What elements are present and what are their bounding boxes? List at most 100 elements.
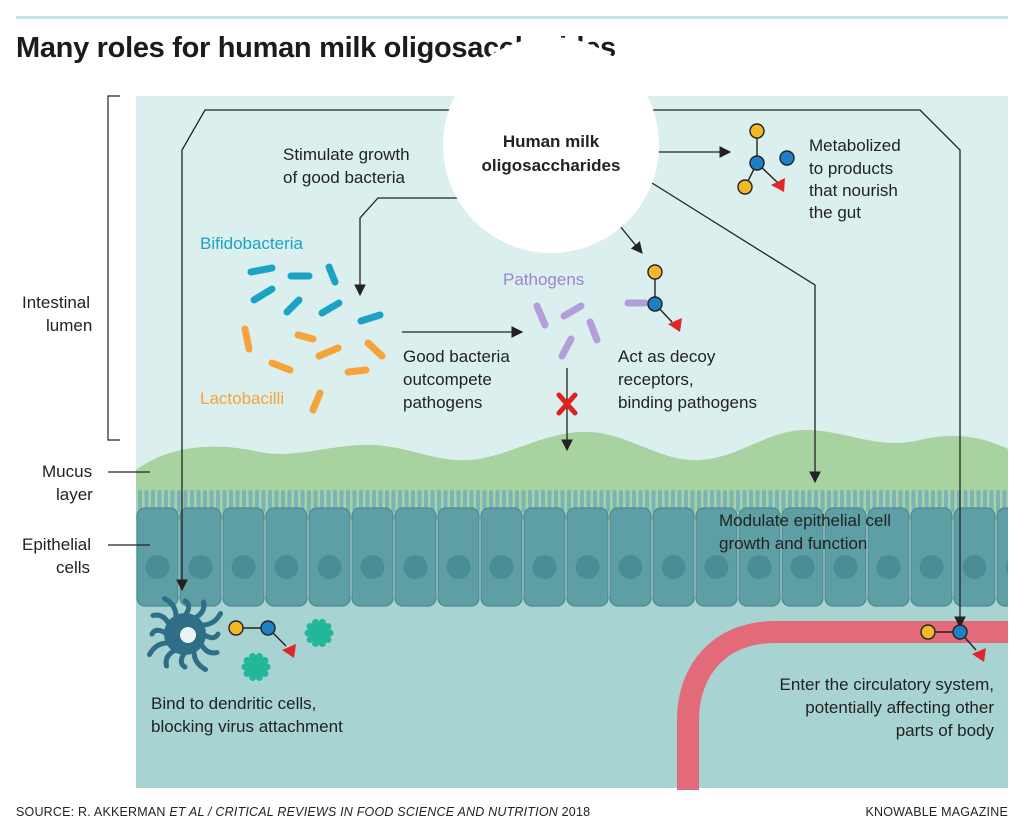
dendritic-cell-nucleus [180, 627, 196, 643]
lactobacillus [241, 325, 253, 353]
microvillus [911, 490, 916, 512]
microvillus [801, 490, 805, 512]
pathogens-group [533, 299, 649, 360]
microvillus [502, 490, 506, 512]
bifidobacterium [357, 311, 384, 325]
hmo-circle [443, 37, 659, 253]
bifidobacterium [283, 296, 303, 316]
lactobacillus [309, 389, 324, 414]
glycan-icon [647, 264, 682, 332]
microvillus [775, 490, 779, 512]
microvillus [892, 490, 896, 512]
dendritic-label-1: Bind to dendritic cells, [151, 694, 316, 713]
microvillus [658, 490, 662, 512]
microvillus [482, 490, 487, 512]
microvillus [638, 490, 643, 512]
microvillus [541, 490, 545, 512]
microvillus [177, 490, 181, 512]
metabolized-label-1: Metabolized [809, 136, 901, 155]
microvillus [580, 490, 584, 512]
lactobacillus [268, 359, 294, 374]
microvillus [846, 490, 851, 512]
microvillus [411, 490, 415, 512]
microvillus [443, 490, 448, 512]
microvillus [528, 490, 532, 512]
microvillus [937, 490, 942, 512]
microvillus [339, 490, 344, 512]
microvillus [385, 490, 389, 512]
cell-nucleus [790, 555, 815, 579]
microvillus [931, 490, 935, 512]
microvillus [450, 490, 454, 512]
microvillus [151, 490, 155, 512]
pathogens-label: Pathogens [503, 270, 584, 289]
microvillus [710, 490, 714, 512]
cell-nucleus [661, 555, 686, 579]
pathogen [533, 302, 549, 329]
microvillus [424, 490, 428, 512]
microvillus [521, 490, 526, 512]
bifidobacterium [325, 263, 339, 286]
microvillus [807, 490, 812, 512]
microvillus [157, 490, 162, 512]
microvillus [554, 490, 558, 512]
microvillus [255, 490, 259, 512]
virus-body [246, 657, 266, 677]
outcompete-label-2: outcompete [403, 370, 492, 389]
cell-nucleus [188, 555, 213, 579]
cell-nucleus [1005, 559, 1008, 575]
microvillus [716, 490, 721, 512]
mucus-label-1: Mucus [42, 462, 92, 481]
epithelial-label-1: Epithelial [22, 535, 91, 554]
microvillus [183, 490, 188, 512]
glycan-icon [920, 624, 986, 662]
microvillus [287, 490, 292, 512]
microvillus [489, 490, 493, 512]
hmo-label-2: oligosaccharides [482, 156, 621, 175]
lumen-bracket [107, 95, 120, 441]
lactobacillus [364, 339, 386, 360]
arrow-to-epithelium [651, 182, 821, 484]
microvillus [274, 490, 279, 512]
cell-nucleus [446, 555, 471, 579]
microvillus [664, 490, 669, 512]
microvillus [781, 490, 786, 512]
microvillus [346, 490, 350, 512]
epithelial-label-2: cells [56, 558, 90, 577]
microvillus [352, 490, 357, 512]
microvillus [918, 490, 922, 512]
cell-nucleus [962, 555, 987, 579]
microvillus [313, 490, 318, 512]
microvillus [261, 490, 266, 512]
decoy-label-1: Act as decoy [618, 347, 716, 366]
microvillus [567, 490, 571, 512]
glycan-icon [737, 123, 795, 195]
microvillus [333, 490, 337, 512]
epithelial-cell [996, 507, 1008, 607]
cell-nucleus [403, 555, 428, 579]
microvillus [612, 490, 617, 512]
lactobacilli-label: Lactobacilli [200, 389, 284, 408]
cell-nucleus [747, 555, 772, 579]
microvillus [599, 490, 604, 512]
microvillus [677, 490, 682, 512]
arrow-to-bacteria [354, 197, 472, 297]
metabolized-label-2: to products [809, 159, 893, 178]
arrow-to-circulatory [650, 109, 966, 629]
cell-nucleus [618, 555, 643, 579]
microvillus [788, 490, 792, 512]
microvillus [365, 490, 370, 512]
bifidobacterium [250, 285, 276, 304]
block-x-icon [556, 392, 578, 416]
virus-body [309, 623, 329, 643]
arrows [176, 109, 966, 629]
microvillus [742, 490, 747, 512]
microvillus [970, 490, 974, 512]
microvillus [1002, 490, 1007, 512]
microvillus [164, 490, 168, 512]
blood-vessel-icon [677, 621, 1008, 790]
microvillus [469, 490, 474, 512]
microvillus [651, 490, 656, 512]
microvillus [645, 490, 649, 512]
